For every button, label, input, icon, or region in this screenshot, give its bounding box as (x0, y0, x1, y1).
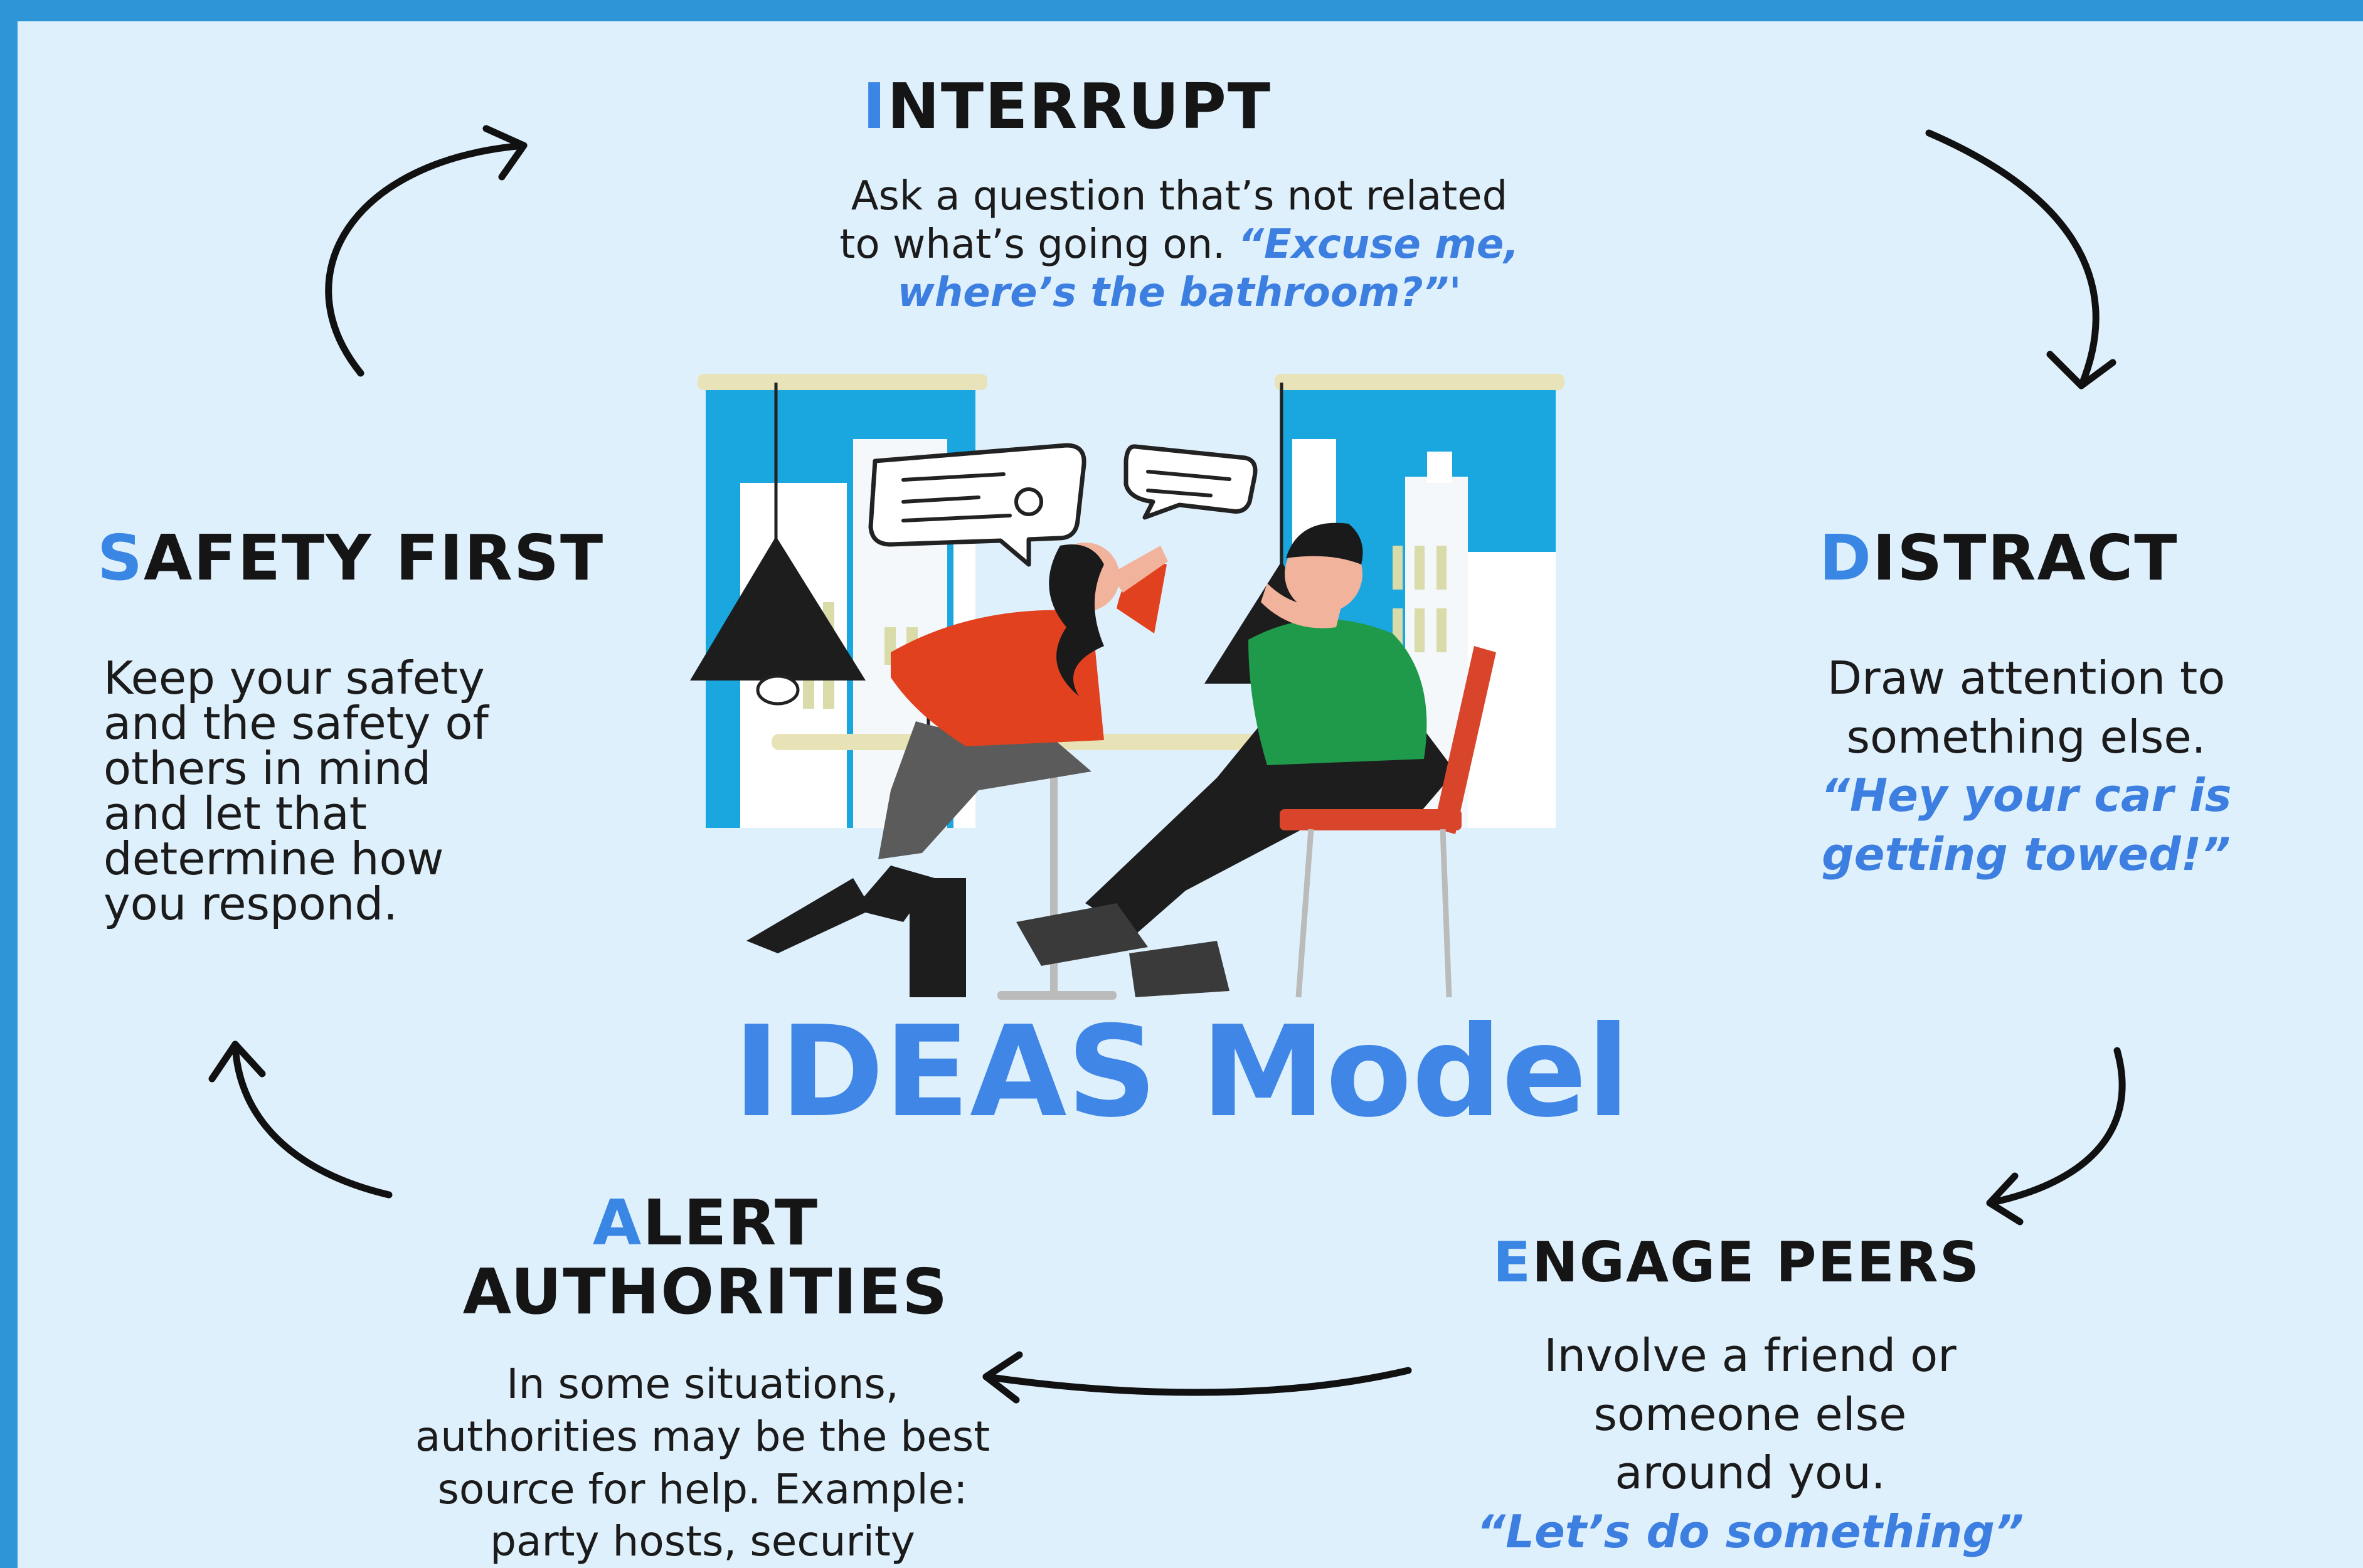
infographic-panel (18, 21, 2363, 1568)
interrupt-line-1: Ask a question that’s not related (851, 173, 1508, 220)
interrupt-quote-2: where’s the bathroom?”' (897, 269, 1462, 316)
alert-authorities-description: In some situations, authorities may be t… (295, 1358, 1110, 1568)
safety-first-description: Keep your safety and the safety of other… (104, 655, 668, 926)
engage-peers-initial: E (1493, 1230, 1532, 1295)
engage-peers-line-3: around you. (1615, 1446, 1886, 1500)
interrupt-heading: INTERRUPT (863, 72, 1272, 141)
cycle-arrow-icon (982, 1351, 1412, 1404)
interrupt-line-2: to what’s going on. (839, 221, 1226, 268)
cycle-arrow-icon (1925, 129, 2116, 389)
cycle-arrow-icon (1986, 1047, 2126, 1226)
safety-first-line-3: others in mind (104, 742, 432, 795)
alert-authorities-line-4: party hosts, security (490, 1517, 915, 1566)
alert-authorities-initial: A (592, 1186, 643, 1259)
alert-authorities-heading-rest: LERT (642, 1186, 819, 1259)
distract-initial: D (1819, 521, 1873, 595)
distract-heading: DISTRACT (1819, 524, 2178, 593)
speech-bubble-icon (868, 443, 1086, 567)
safety-first-heading-rest: AFETY FIRST (144, 521, 605, 595)
distract-line-1: Draw attention to (1827, 652, 2226, 704)
woman-figure (746, 543, 1168, 997)
alert-authorities-line-1: In some situations, (506, 1360, 899, 1408)
safety-first-heading: SAFETY FIRST (97, 524, 604, 593)
engage-peers-line-1: Involve a friend or (1544, 1329, 1957, 1382)
interrupt-description: Ask a question that’s not related to wha… (725, 172, 1634, 317)
distract-quote-1: “Hey your car is (1820, 769, 2232, 822)
chair (1280, 646, 1496, 998)
safety-first-line-6: you respond. (104, 877, 398, 930)
interrupt-quote-1: “Excuse me, (1238, 221, 1519, 268)
cycle-arrow-icon (208, 1041, 393, 1199)
speech-bubble-icon (1123, 444, 1258, 520)
alert-authorities-line-3: source for help. Example: (437, 1465, 968, 1513)
alert-authorities-line-2: authorities may be the best (415, 1412, 990, 1461)
safety-first-initial: S (97, 521, 144, 595)
safety-first-line-4: and let that (104, 787, 367, 840)
engage-peers-heading-rest: NGAGE PEERS (1532, 1230, 1980, 1295)
cycle-arrow-icon (325, 125, 528, 377)
engage-peers-description: Involve a friend or someone else around … (1411, 1327, 2089, 1561)
alert-authorities-heading: ALERT AUTHORITIES (376, 1189, 1035, 1327)
distract-heading-rest: ISTRACT (1872, 521, 2179, 595)
safety-first-line-1: Keep your safety (104, 652, 485, 704)
engage-peers-line-2: someone else (1593, 1387, 1907, 1441)
distract-quote-2: getting towed!” (1822, 827, 2231, 881)
engage-peers-heading: ENGAGE PEERS (1493, 1232, 1980, 1293)
engage-peers-quote-1: “Let’s do something” (1476, 1505, 2024, 1558)
interrupt-heading-rest: NTERRUPT (887, 70, 1272, 143)
page-title: IDEAS Model (733, 999, 1630, 1145)
distract-line-2: something else. (1846, 710, 2206, 763)
man-figure (1016, 522, 1455, 997)
pendant-lamp-icon (690, 536, 866, 706)
interrupt-initial: I (863, 70, 888, 143)
safety-first-line-2: and the safety of (104, 697, 489, 750)
distract-description: Draw attention to something else. “Hey y… (1738, 649, 2315, 884)
alert-authorities-heading-line2: AUTHORITIES (462, 1255, 949, 1328)
safety-first-line-5: determine how (104, 832, 444, 885)
